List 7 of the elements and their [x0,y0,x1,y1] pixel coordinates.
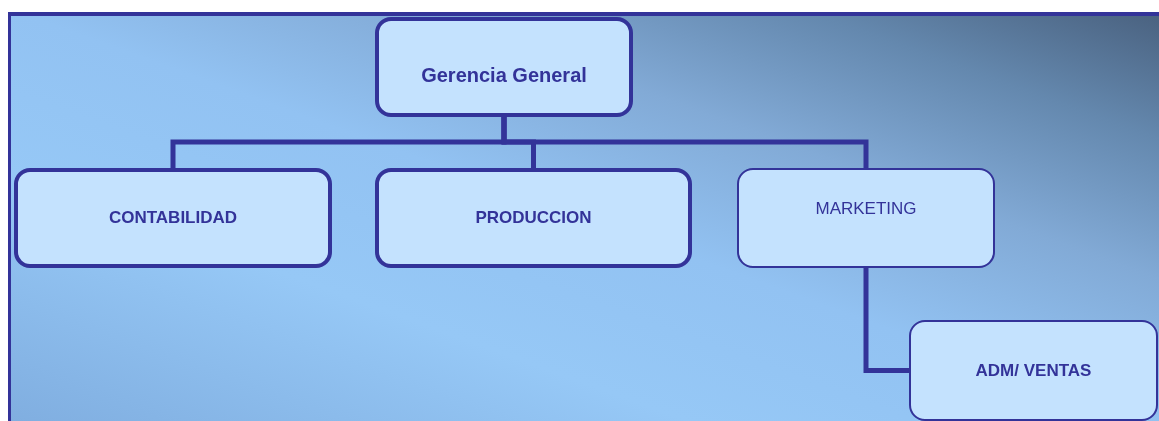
org-box: CONTABILIDAD [14,168,332,268]
org-box: PRODUCCION [375,168,692,268]
org-box: ADM/ VENTAS [909,320,1158,421]
org-box: Gerencia General [375,17,633,117]
org-box: MARKETING [737,168,995,268]
connector-line [501,117,869,168]
connector-line [863,268,909,373]
